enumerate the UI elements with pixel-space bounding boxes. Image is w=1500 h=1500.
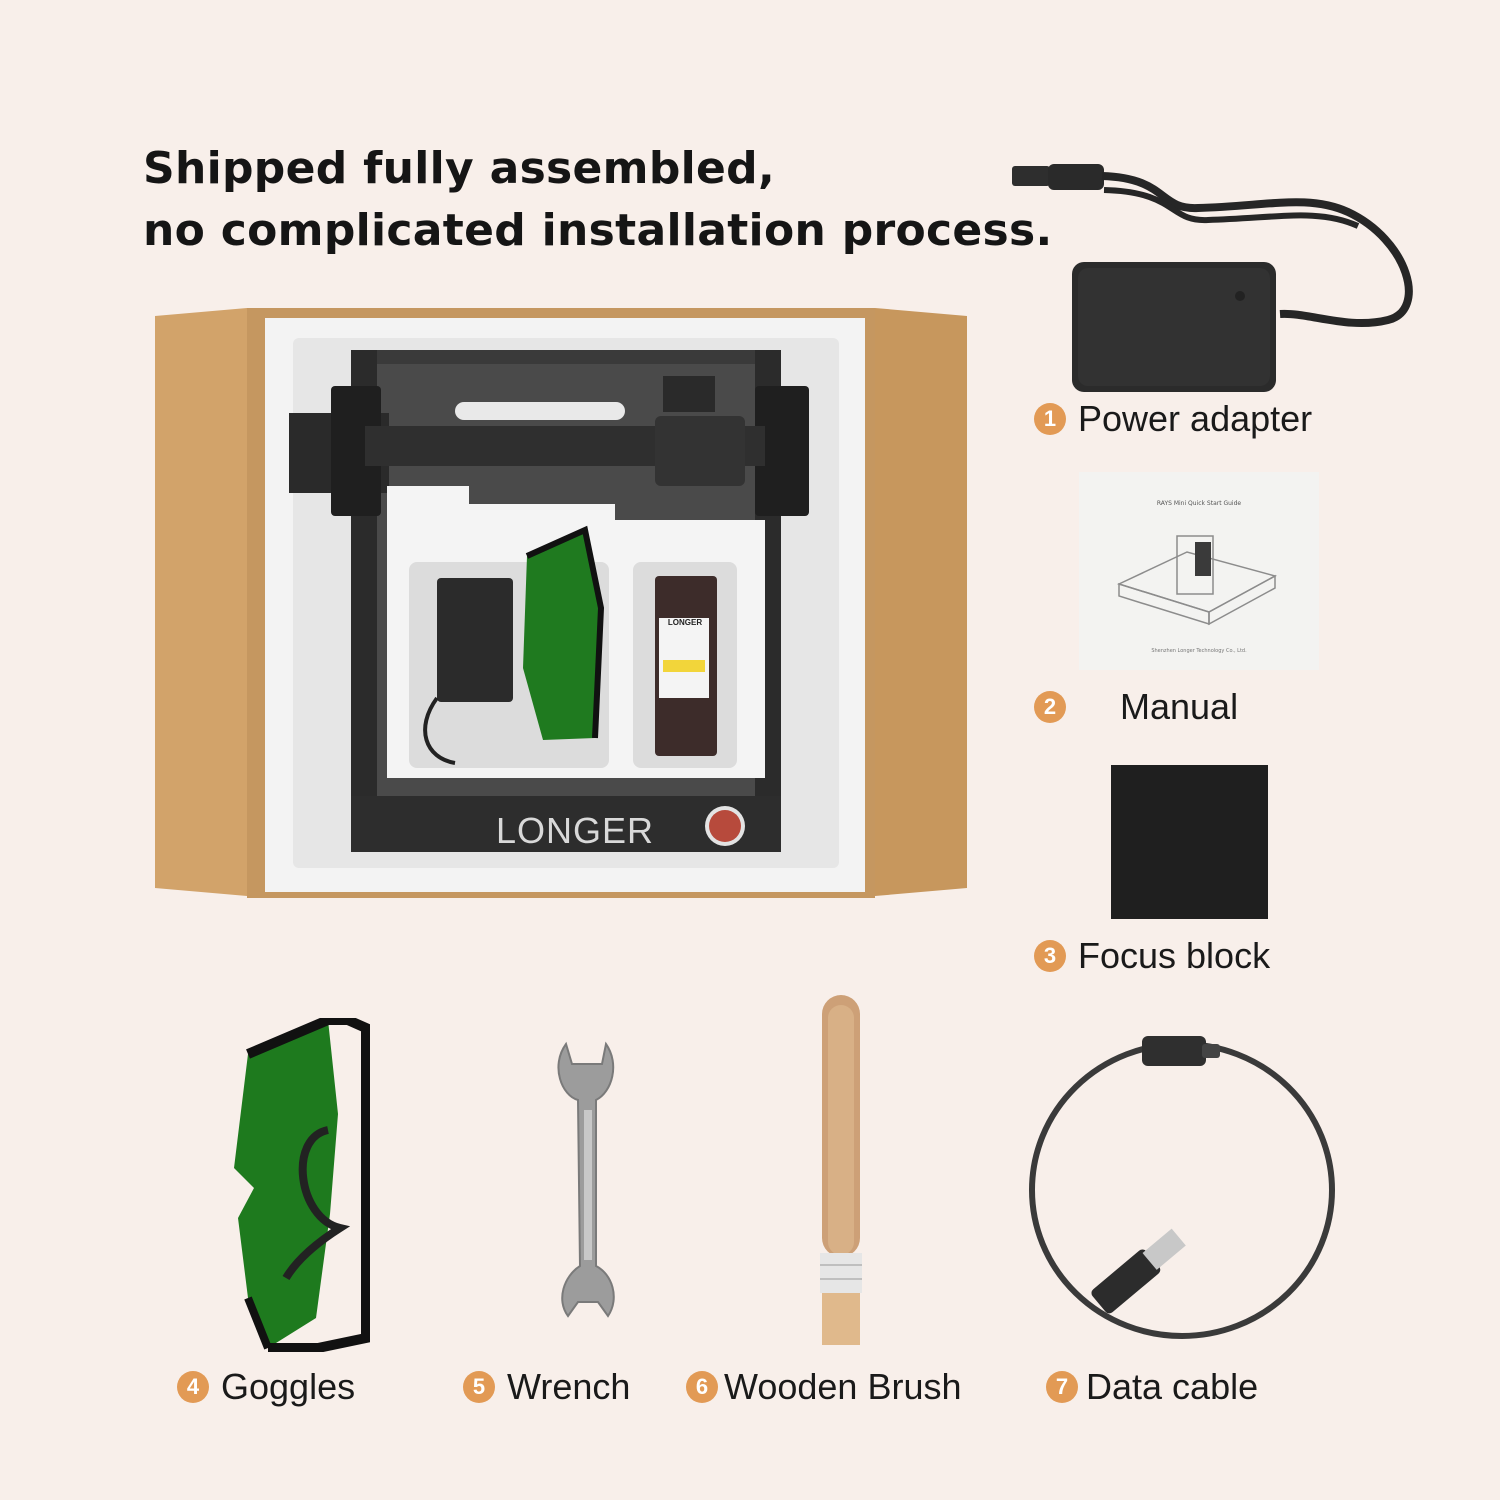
manual-icon: RAYS Mini Quick Start Guide Shenzhen Lon…	[1079, 472, 1319, 670]
number-badge-7: 7	[1046, 1371, 1078, 1403]
packaged-machine-drawing	[155, 308, 967, 898]
module-brand-label: LONGER	[667, 618, 703, 627]
accessory-label-2: 2 Manual	[1034, 686, 1238, 728]
packaged-machine-image: LONGER LONGER	[155, 308, 967, 904]
number-badge-6: 6	[686, 1371, 718, 1403]
focus-block-icon	[1111, 765, 1268, 919]
accessory-name-6: Wooden Brush	[724, 1366, 962, 1407]
accessory-label-5: 5 Wrench	[463, 1366, 630, 1408]
goggles-icon	[228, 1018, 370, 1352]
accessory-label-6: 6 Wooden Brush	[686, 1366, 961, 1408]
headline-line-1: Shipped fully assembled,	[143, 143, 775, 194]
accessory-label-4: 4 Goggles	[177, 1366, 355, 1408]
power-adapter-icon	[1008, 150, 1468, 398]
accessory-name-1: Power adapter	[1078, 398, 1313, 439]
accessory-label-3: 3 Focus block	[1034, 935, 1270, 977]
brand-logo: LONGER	[495, 810, 655, 851]
number-badge-3: 3	[1034, 940, 1066, 972]
headline-line-2: no complicated installation process.	[143, 205, 1053, 256]
number-badge-1: 1	[1034, 403, 1066, 435]
wrench-icon	[556, 1040, 620, 1318]
accessory-name-4: Goggles	[221, 1366, 356, 1407]
data-cable-icon	[1026, 1030, 1340, 1342]
accessory-label-7: 7 Data cable	[1046, 1366, 1258, 1408]
manual-title: RAYS Mini Quick Start Guide	[1156, 500, 1242, 507]
accessory-name-2: Manual	[1120, 686, 1239, 727]
accessory-name-3: Focus block	[1078, 935, 1271, 976]
brush-icon	[818, 995, 864, 1345]
accessory-name-7: Data cable	[1086, 1366, 1259, 1407]
headline: Shipped fully assembled, no complicated …	[143, 138, 1053, 262]
manual-footer: Shenzhen Longer Technology Co., Ltd.	[1151, 648, 1247, 654]
number-badge-5: 5	[463, 1371, 495, 1403]
number-badge-2: 2	[1034, 691, 1066, 723]
accessory-label-1: 1 Power adapter	[1034, 398, 1312, 440]
accessory-name-5: Wrench	[507, 1366, 631, 1407]
number-badge-4: 4	[177, 1371, 209, 1403]
